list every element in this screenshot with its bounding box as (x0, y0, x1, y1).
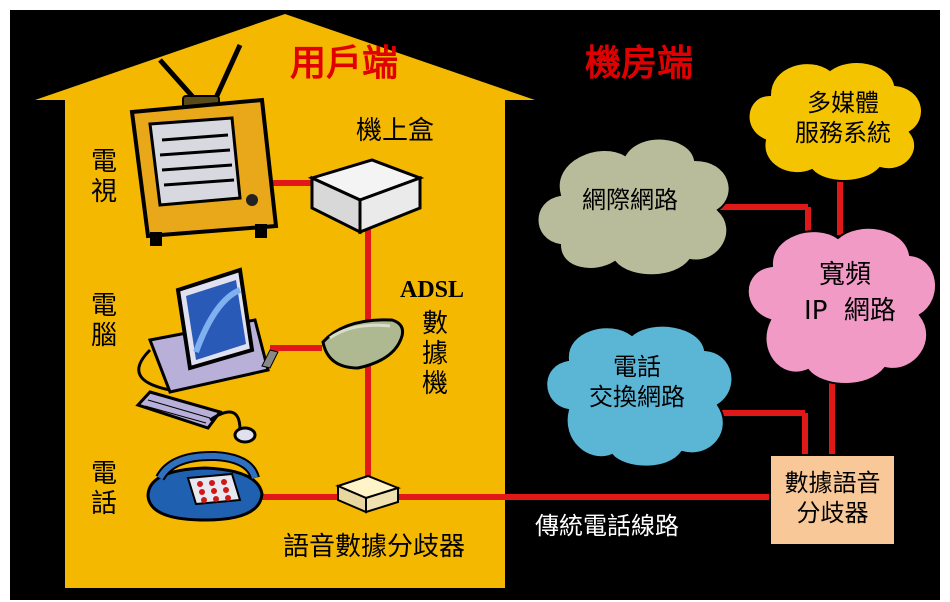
settop-box-label: 機上盒 (356, 116, 435, 146)
tv-icon (129, 43, 279, 246)
broadband-label-line1: 寬頻 (818, 260, 871, 290)
keyboard-icon (135, 390, 223, 430)
server-side-title: 機房端 (585, 43, 694, 84)
mouse-icon (137, 348, 257, 444)
phone-exchange-cloud (545, 324, 734, 468)
adsl-label: ADSL (400, 277, 465, 303)
user-side-title: 用戶端 (290, 43, 399, 84)
traditional-line-label: 傳統電話線路 (535, 512, 679, 540)
set-top-box-icon (307, 158, 425, 235)
phone-exchange-label: 電話 交換網路 (589, 353, 685, 411)
tv-label: 電視 (90, 147, 117, 207)
telephone-icon (146, 450, 264, 522)
data-voice-splitter-box (769, 454, 896, 546)
computer-icon (147, 267, 279, 394)
pc-label: 電腦 (90, 291, 117, 351)
internet-cloud (536, 137, 731, 277)
broadband-ip-cloud (746, 226, 937, 385)
multimedia-label: 多媒體 服務系統 (795, 89, 891, 147)
broadband-label-line2: IP 網路 (804, 296, 896, 326)
multimedia-cloud (747, 61, 923, 182)
adsl-modem-icon (321, 318, 404, 370)
modem-label: 數據機 (421, 309, 448, 399)
splitter-icon (335, 474, 401, 514)
data-voice-splitter-label: 數據語音 分歧器 (784, 469, 881, 527)
splitter-label: 語音數據分歧器 (283, 532, 466, 562)
phone-label: 電話 (90, 459, 117, 519)
internet-label: 網際網路 (582, 186, 678, 214)
